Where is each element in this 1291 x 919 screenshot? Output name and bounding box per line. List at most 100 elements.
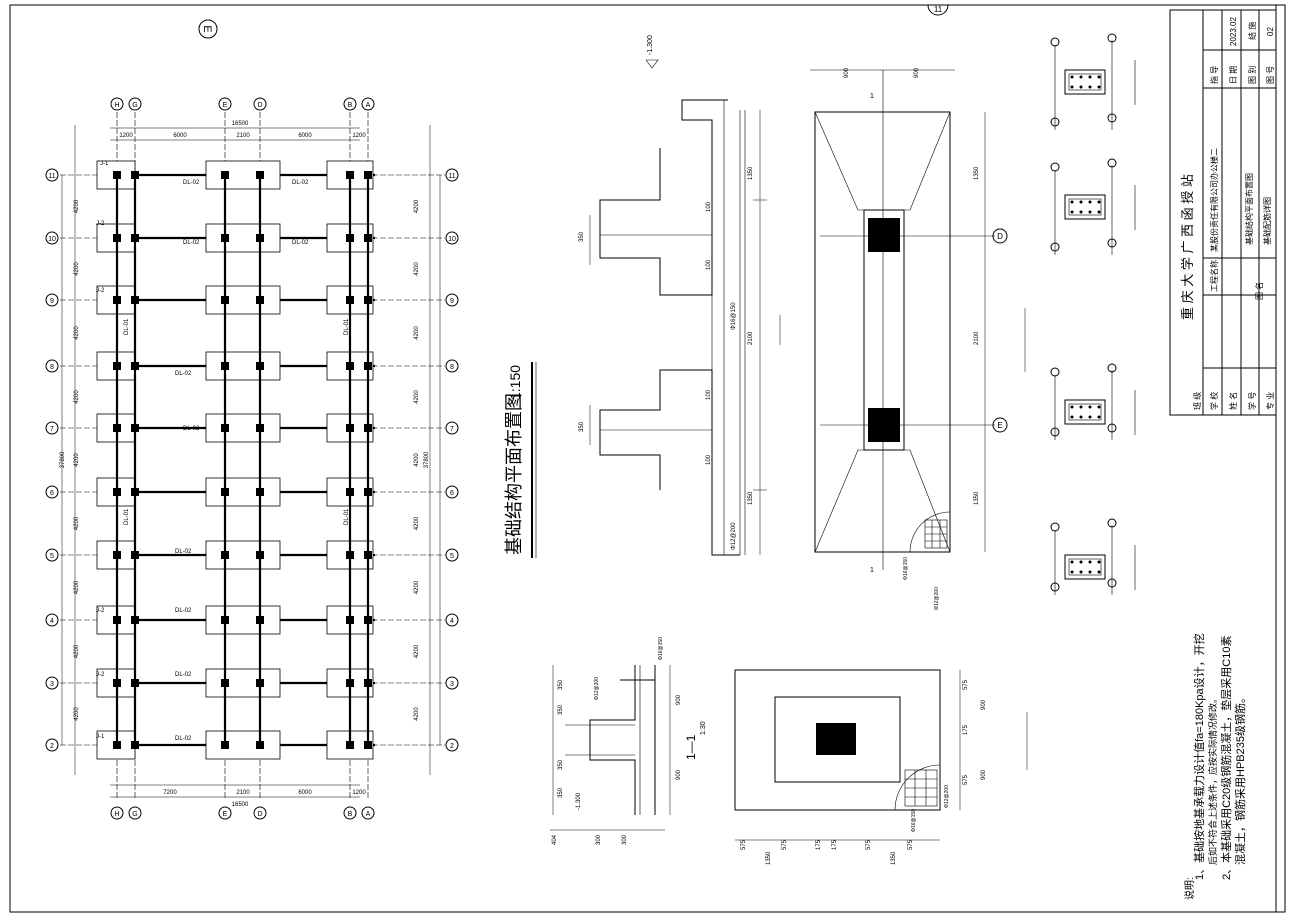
column-axis-label: G xyxy=(132,102,137,109)
row-axis-label: 3 xyxy=(450,681,454,688)
svg-text:1: 1 xyxy=(870,93,874,100)
svg-text:2100: 2100 xyxy=(974,331,980,345)
plan-top-dims: 1200 6000 2100 6000 1200 xyxy=(119,133,366,139)
svg-text:DL-01: DL-01 xyxy=(344,318,350,335)
notes-line-2b: 混凝土，钢筋采用HPB235级钢筋。 xyxy=(1233,692,1247,865)
svg-text:DL-01: DL-01 xyxy=(124,508,130,525)
row-axis-bubble xyxy=(445,548,459,562)
title-drawing-value-1: 基础结构平面布置图 xyxy=(1244,173,1254,245)
row-axis-bubble xyxy=(445,293,459,307)
row-axis-bubble xyxy=(445,676,459,690)
svg-text:2100: 2100 xyxy=(236,790,250,796)
row-axis-bubble xyxy=(45,293,59,307)
title-drawing-value-2: 基础配筋详图 xyxy=(1262,197,1272,245)
svg-text:350: 350 xyxy=(558,679,564,690)
top-axis-bubble xyxy=(198,19,218,39)
row-axis-label: 4 xyxy=(50,618,54,625)
svg-text:DL-01: DL-01 xyxy=(344,508,350,525)
notes-line-2: 2、本基础采用C20级钢筋混凝土，垫层采用C10素 xyxy=(1219,636,1233,880)
svg-text:7200: 7200 xyxy=(163,790,177,796)
svg-text:900: 900 xyxy=(676,769,682,780)
row-axis-bubble xyxy=(445,613,459,627)
section-scale: 1:30 xyxy=(700,721,707,735)
row-axis-bubble xyxy=(445,168,459,182)
svg-text:4200: 4200 xyxy=(74,262,80,276)
title-drawing-label: 图 名 xyxy=(1254,282,1264,300)
column-axis-label: A xyxy=(366,102,371,109)
plan-bottom-dims: 7200 2100 6000 1200 xyxy=(163,790,366,796)
footing-plan-detail-2: 575 575 175 175 575 575 1350 1350 575 57… xyxy=(734,669,1028,865)
footing-elevation: 350 350 1350 2100 1350 100 100 100 100 Φ… xyxy=(579,35,781,556)
row-axis-bubble xyxy=(445,485,459,499)
top-edge-bubble xyxy=(927,4,949,16)
row-axis-bubble xyxy=(45,168,59,182)
row-axis-bubble xyxy=(45,613,59,627)
svg-text:6000: 6000 xyxy=(173,133,187,139)
column-axis-label: B xyxy=(348,811,353,818)
column-axis-bubble xyxy=(361,97,375,111)
svg-text:DL-02: DL-02 xyxy=(175,549,192,555)
svg-text:DL-02: DL-02 xyxy=(183,180,200,186)
svg-text:J-2: J-2 xyxy=(96,221,105,227)
row-axis-bubble xyxy=(445,359,459,373)
svg-text:班 级: 班 级 xyxy=(1192,392,1202,410)
row-axis-label: 8 xyxy=(50,364,54,371)
svg-text:300: 300 xyxy=(622,834,628,845)
row-axis-label: 6 xyxy=(50,490,54,497)
svg-text:6000: 6000 xyxy=(298,790,312,796)
column-axis-bubble xyxy=(361,806,375,820)
svg-text:DL-02: DL-02 xyxy=(183,426,200,432)
column-axis-bubble xyxy=(218,97,232,111)
svg-text:2100: 2100 xyxy=(748,331,754,345)
row-axis-label: 4 xyxy=(450,618,454,625)
svg-text:100: 100 xyxy=(706,454,712,465)
svg-text:4200: 4200 xyxy=(414,453,420,467)
row-axis-bubble xyxy=(45,548,59,562)
svg-text:900: 900 xyxy=(676,694,682,705)
footing-outline xyxy=(205,668,281,698)
row-axis-label: 5 xyxy=(50,553,54,560)
column-axis-label: B xyxy=(348,102,353,109)
svg-text:E: E xyxy=(997,421,1002,430)
svg-text:02: 02 xyxy=(1266,27,1275,36)
notes-line-1: 1、基础按地基承载力设计值fa=180Kpa设计，开挖 xyxy=(1192,633,1206,880)
row-axis-bubble xyxy=(45,359,59,373)
column-axis-bubble xyxy=(253,806,267,820)
svg-text:4200: 4200 xyxy=(74,707,80,721)
title-project-value: 某股份责任有限公司办公楼二 xyxy=(1209,148,1219,252)
title-project-label: 工程名称 xyxy=(1209,260,1219,292)
svg-text:指 导: 指 导 xyxy=(1209,66,1219,84)
row-axis-bubble xyxy=(45,738,59,752)
footing-outline xyxy=(205,730,281,760)
svg-text:404: 404 xyxy=(552,834,558,845)
svg-text:1350: 1350 xyxy=(766,851,772,865)
svg-text:4200: 4200 xyxy=(74,644,80,658)
svg-text:350: 350 xyxy=(579,231,585,242)
column-axis-bubble xyxy=(343,97,357,111)
row-axis-label: 8 xyxy=(450,364,454,371)
column-axis-label: G xyxy=(132,811,137,818)
svg-text:J-2: J-2 xyxy=(96,608,105,614)
beam-section-details xyxy=(1050,33,1136,595)
footing-outline xyxy=(205,477,281,507)
plan-total-length-left: 37800 xyxy=(60,451,66,468)
svg-text:Φ12@200: Φ12@200 xyxy=(594,677,600,700)
svg-text:图 别: 图 别 xyxy=(1248,66,1257,84)
svg-text:学 号: 学 号 xyxy=(1247,392,1257,410)
svg-text:575: 575 xyxy=(782,839,788,850)
svg-text:Φ16@150: Φ16@150 xyxy=(911,809,917,832)
column-axis-label: A xyxy=(366,811,371,818)
svg-text:175: 175 xyxy=(832,839,838,850)
sheet-border xyxy=(9,4,1286,913)
row-axis-bubble xyxy=(45,485,59,499)
row-axis-label: 2 xyxy=(450,743,454,750)
svg-text:175: 175 xyxy=(816,839,822,850)
column-axis-bubble xyxy=(128,806,142,820)
row-axis-bubble xyxy=(445,738,459,752)
plan-title: 基础结构平面布置图 xyxy=(504,393,524,555)
svg-text:DL-01: DL-01 xyxy=(124,318,130,335)
footing-outline xyxy=(205,223,281,253)
notes-line-1b: 后如不符合上述条件，应按实际情况修改。 xyxy=(1207,694,1218,865)
